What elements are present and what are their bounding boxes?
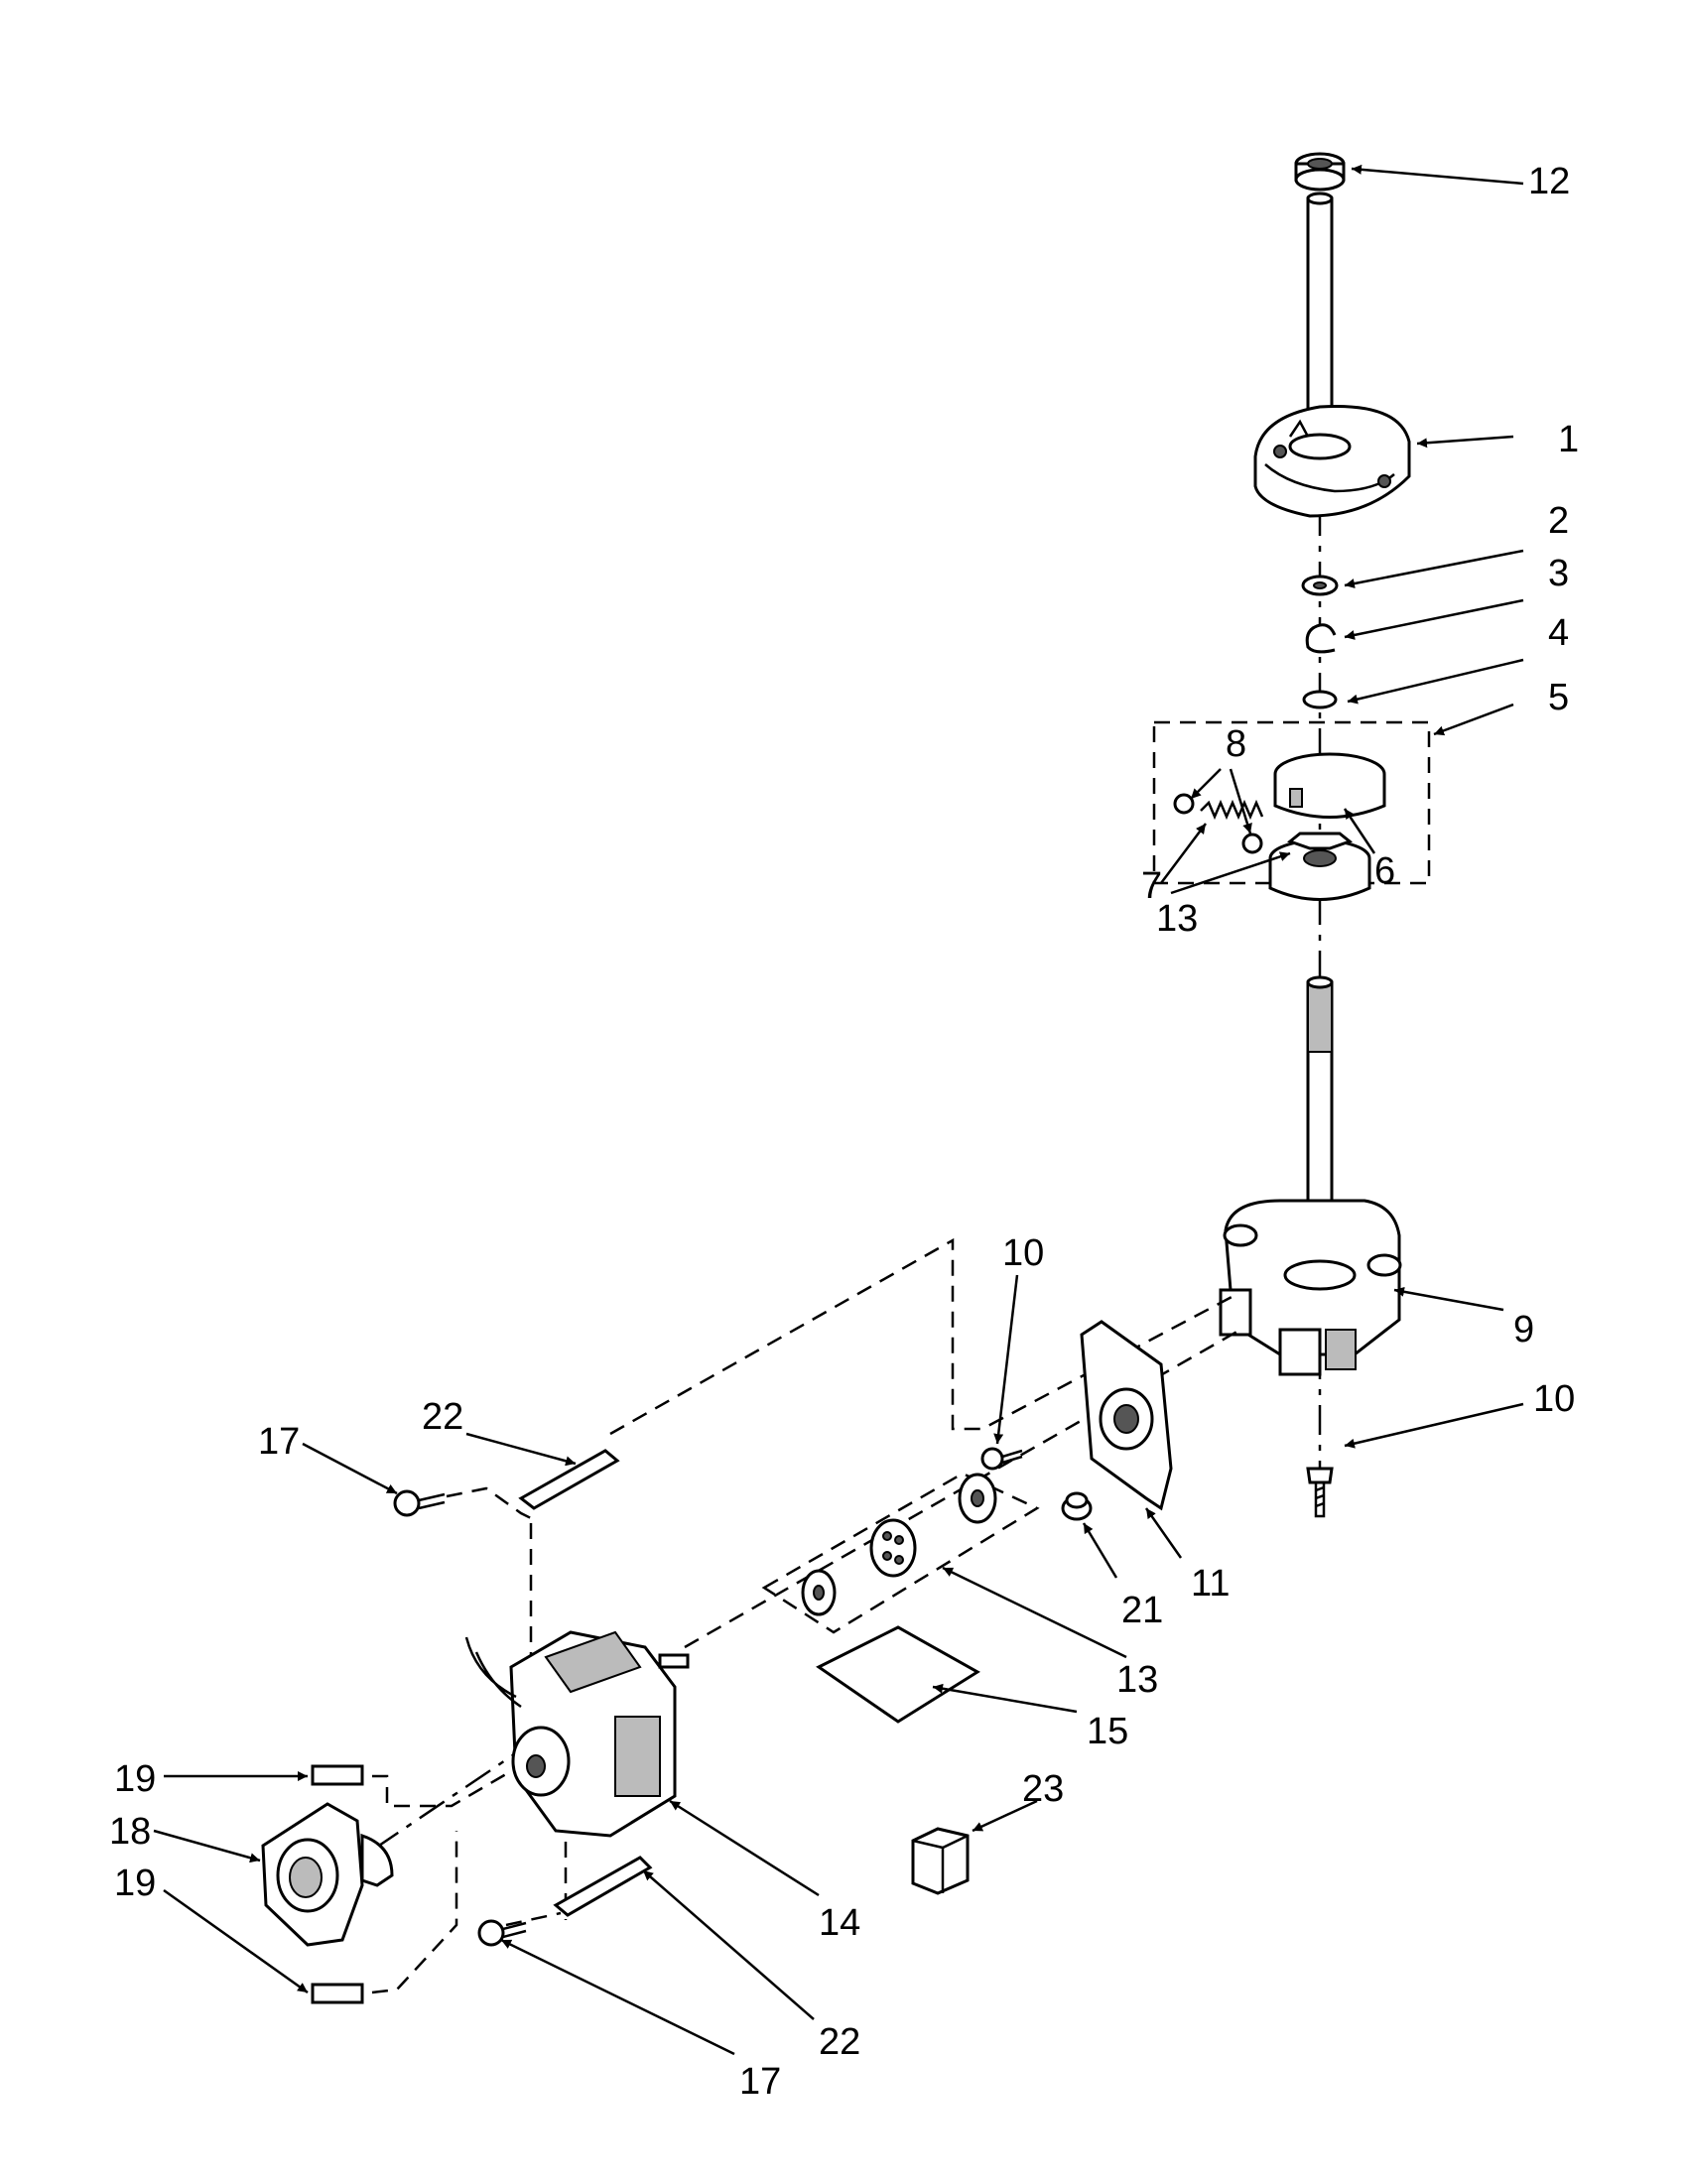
callout-4: 4: [1548, 612, 1569, 654]
part-6-clutch-band: [1273, 752, 1386, 819]
callout-14: 14: [819, 1902, 860, 1944]
part-19-clip-lower: [311, 1983, 364, 2004]
callout-7: 7: [1141, 865, 1162, 907]
callout-5: 5: [1548, 677, 1569, 718]
callout-2: 2: [1548, 500, 1569, 542]
callout-10-right: 10: [1533, 1378, 1575, 1420]
upper-shaft: [1306, 192, 1334, 449]
connector-19-lower: [371, 1831, 458, 1994]
part-8-spring-caps: [1173, 793, 1263, 854]
part-21-plug: [1061, 1491, 1093, 1521]
part-1-brake-assembly: [1253, 404, 1411, 518]
callout-6: 6: [1374, 850, 1395, 892]
callout-3: 3: [1548, 553, 1569, 594]
part-14-motor: [464, 1630, 690, 1838]
callout-17-lower: 17: [739, 2061, 781, 2103]
part-23-block: [911, 1827, 970, 1895]
callout-19-lower: 19: [114, 1863, 156, 1904]
part-22-bracket-upper: [518, 1449, 620, 1510]
callout-8: 8: [1226, 723, 1246, 765]
callout-13: 13: [1116, 1659, 1158, 1701]
part-9-gearcase: [1219, 1199, 1402, 1376]
callout-18: 18: [109, 1811, 151, 1853]
part-19-clip-upper: [311, 1764, 364, 1786]
part-4-ring: [1302, 690, 1338, 709]
part-17-screw-upper: [393, 1489, 446, 1517]
callout-19-upper: 19: [114, 1758, 156, 1800]
connector-17-upper: [446, 1486, 532, 1520]
callout-1: 1: [1558, 419, 1579, 460]
connector-17-lower: [505, 1911, 562, 1927]
part-3-clip: [1305, 623, 1337, 654]
callout-17-upper: 17: [258, 1421, 300, 1463]
part-2-washer: [1301, 575, 1339, 596]
leader-arrows: [153, 164, 1524, 2056]
part-10-screw-right: [1306, 1467, 1334, 1518]
callout-10-top: 10: [1002, 1232, 1044, 1274]
callout-16: 15: [1087, 1711, 1128, 1752]
part-13-coupling-kit-box: [761, 1472, 1040, 1634]
part-16-pad: [816, 1625, 980, 1724]
callout-15: 13: [1156, 898, 1198, 940]
callout-22-upper: 22: [422, 1396, 463, 1438]
part-15-cam: [1268, 832, 1371, 901]
callout-9: 9: [1513, 1309, 1534, 1350]
connector-19-upper: [372, 1769, 512, 1808]
part-11-mounting-plate: [1080, 1320, 1173, 1511]
callout-11: 11: [1191, 1563, 1230, 1605]
connector-22-upper: [609, 1237, 1236, 1436]
part-7-spring: [1200, 799, 1264, 821]
part-22-bracket-lower: [553, 1856, 653, 1917]
part-12-seal: [1294, 152, 1346, 192]
part-17-screw-lower: [477, 1919, 527, 1947]
callout-labels: 12 1 2 3 4 5 8 6 7 13 9 10 10 11 21 13 1…: [109, 161, 1579, 2103]
part-10-screw-left: [980, 1447, 1023, 1471]
part-13-coupling: [801, 1473, 997, 1616]
callout-23: 23: [1022, 1768, 1064, 1810]
callout-21: 21: [1121, 1590, 1163, 1631]
part-18-housing: [261, 1802, 394, 1947]
callout-12: 12: [1528, 161, 1570, 202]
callout-22-lower: 22: [819, 2021, 860, 2063]
